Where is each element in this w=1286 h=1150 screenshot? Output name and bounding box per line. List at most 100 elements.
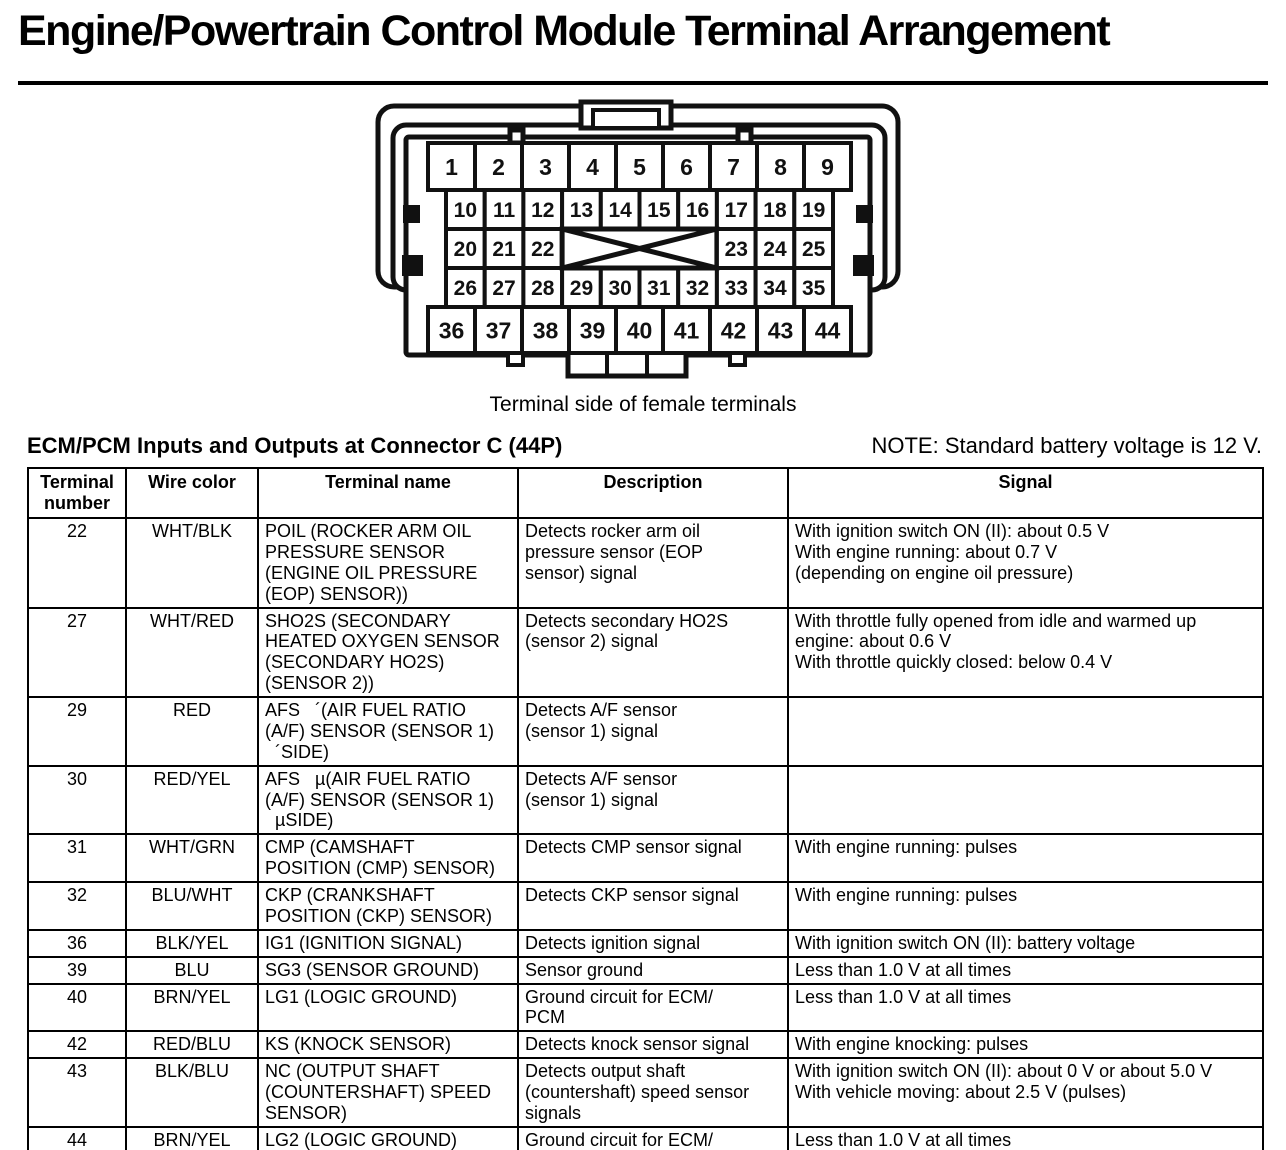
terminal-number-34: 34 <box>763 277 787 300</box>
cell-wire-color: BLU <box>125 955 259 985</box>
terminal-cell-44 <box>802 305 853 356</box>
terminal-cell-1 <box>426 141 477 193</box>
terminal-number-11: 11 <box>493 199 516 222</box>
cell-signal: With ignition switch ON (II): about 0.5 … <box>787 517 1264 609</box>
cell-terminal: 27 <box>27 606 127 699</box>
terminal-number-15: 15 <box>647 199 671 222</box>
terminal-number-35: 35 <box>802 277 826 300</box>
header-row: Terminal number Wire color Terminal name… <box>27 467 1264 520</box>
cell-terminal: 29 <box>27 696 127 767</box>
terminal-number-5: 5 <box>633 154 646 180</box>
table-section-header: ECM/PCM Inputs and Outputs at Connector … <box>27 433 1262 459</box>
cell-terminal-name: IG1 (IGNITION SIGNAL) <box>257 928 519 958</box>
terminal-number-31: 31 <box>647 277 671 300</box>
terminal-number-16: 16 <box>686 199 709 222</box>
terminal-cell-36 <box>426 305 477 356</box>
io-table-header: Terminal number Wire color Terminal name… <box>27 467 1264 520</box>
cell-terminal: 39 <box>27 955 127 985</box>
cell-description: Detects A/F sensor (sensor 1) signal <box>517 764 789 836</box>
terminal-number-43: 43 <box>768 318 794 344</box>
terminal-number-27: 27 <box>492 277 515 300</box>
cell-terminal: 40 <box>27 982 127 1033</box>
cell-description: Ground circuit for ECM/ PCM <box>517 982 789 1033</box>
terminal-number-2: 2 <box>492 154 505 180</box>
cell-terminal-name: CMP (CAMSHAFT POSITION (CMP) SENSOR) <box>257 833 519 884</box>
top-tab-inner <box>591 108 661 131</box>
cell-terminal-name: KS (KNOCK SENSOR) <box>257 1030 519 1060</box>
terminal-number-38: 38 <box>533 318 559 344</box>
cell-signal: With ignition switch ON (II): battery vo… <box>787 928 1264 958</box>
cell-signal: With engine knocking: pulses <box>787 1030 1264 1060</box>
cell-terminal-name: POIL (ROCKER ARM OIL PRESSURE SENSOR (EN… <box>257 517 519 609</box>
terminal-number-13: 13 <box>570 199 593 222</box>
terminal-number-26: 26 <box>454 277 477 300</box>
terminal-number-12: 12 <box>531 199 554 222</box>
cell-terminal-name: SG3 (SENSOR GROUND) <box>257 955 519 985</box>
cell-signal: Less than 1.0 V at all times <box>787 982 1264 1033</box>
io-table: Terminal number Wire color Terminal name… <box>27 467 1264 1150</box>
battery-voltage-note: NOTE: Standard battery voltage is 12 V. <box>871 433 1262 459</box>
cell-terminal-name: LG1 (LOGIC GROUND) <box>257 982 519 1033</box>
cell-signal: With engine running: pulses <box>787 881 1264 931</box>
terminal-cell-10 <box>444 188 487 232</box>
terminal-number-18: 18 <box>763 199 787 222</box>
terminal-cell-41 <box>661 305 712 356</box>
cell-terminal-name: SHO2S (SECONDARY HEATED OXYGEN SENSOR (S… <box>257 606 519 699</box>
cell-description: Detects knock sensor signal <box>517 1030 789 1060</box>
cell-wire-color: BLU/WHT <box>125 881 259 931</box>
terminal-cell-39 <box>567 305 618 356</box>
terminal-number-10: 10 <box>454 199 477 222</box>
side-clip <box>853 255 874 277</box>
cell-terminal: 32 <box>27 881 127 931</box>
cell-terminal-name: CKP (CRANKSHAFT POSITION (CKP) SENSOR) <box>257 881 519 931</box>
cell-signal: Less than 1.0 V at all times <box>787 1125 1264 1150</box>
cell-wire-color: BRN/YEL <box>125 982 259 1033</box>
side-clip <box>856 205 873 224</box>
cell-description: Sensor ground <box>517 955 789 985</box>
blocked-cavity-cross <box>561 226 718 271</box>
terminal-cell-22 <box>521 227 565 271</box>
section-heading: ECM/PCM Inputs and Outputs at Connector … <box>27 433 563 459</box>
cell-wire-color: RED/YEL <box>125 764 259 836</box>
cell-signal: With throttle fully opened from idle and… <box>787 606 1264 699</box>
cell-signal <box>787 764 1264 836</box>
terminal-number-42: 42 <box>721 318 747 344</box>
terminal-number-29: 29 <box>570 277 593 300</box>
terminal-number-40: 40 <box>627 318 653 344</box>
terminal-number-36: 36 <box>439 318 465 344</box>
cell-wire-color: WHT/GRN <box>125 833 259 884</box>
terminal-number-39: 39 <box>580 318 606 344</box>
cell-terminal: 30 <box>27 764 127 836</box>
side-clip <box>402 255 423 277</box>
terminal-number-6: 6 <box>680 154 693 180</box>
terminal-cell-16 <box>676 188 719 232</box>
terminal-cell-21 <box>482 227 526 271</box>
col-signal: Signal <box>787 467 1264 520</box>
cell-wire-color: WHT/RED <box>125 606 259 699</box>
terminal-cell-3 <box>520 141 571 193</box>
terminal-number-32: 32 <box>686 277 709 300</box>
cell-terminal-name: AFS µ(AIR FUEL RATIO (A/F) SENSOR (SENSO… <box>257 764 519 836</box>
cell-terminal: 31 <box>27 833 127 884</box>
terminal-number-20: 20 <box>454 238 477 261</box>
cell-description: Detects secondary HO2S (sensor 2) signal <box>517 606 789 699</box>
cell-wire-color: WHT/BLK <box>125 517 259 609</box>
terminal-number-17: 17 <box>725 199 748 222</box>
terminal-number-14: 14 <box>608 199 632 222</box>
terminal-number-21: 21 <box>492 238 516 261</box>
cell-terminal-name: AFS ´(AIR FUEL RATIO (A/F) SENSOR (SENSO… <box>257 696 519 767</box>
cell-signal: Less than 1.0 V at all times <box>787 955 1264 985</box>
